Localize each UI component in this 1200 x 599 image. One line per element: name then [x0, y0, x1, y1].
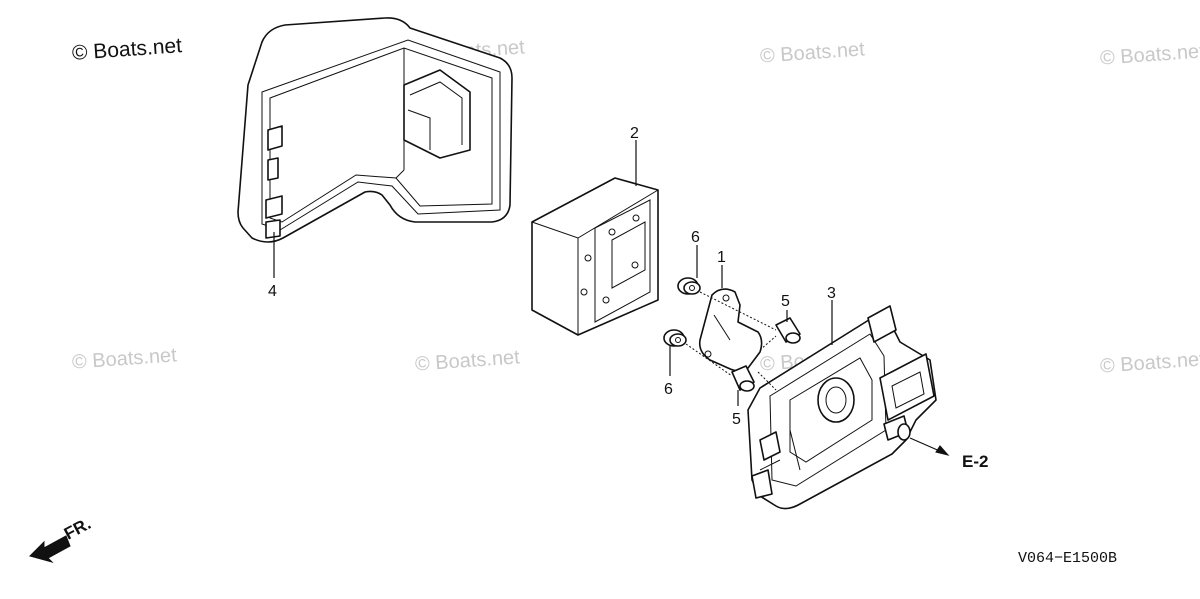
reference-arrow: [909, 437, 950, 456]
callout-4: 4: [268, 283, 277, 300]
air-cleaner-cover[interactable]: [237, 17, 513, 243]
collar-upper[interactable]: [775, 317, 801, 344]
air-cleaner-case[interactable]: [747, 305, 937, 510]
mounting-bracket[interactable]: [698, 288, 763, 372]
callout-3: 3: [827, 285, 836, 302]
diagram-code: V064−E1500B: [1018, 550, 1117, 567]
foam-air-filter-element[interactable]: [531, 177, 659, 336]
callout-2: 2: [630, 125, 639, 142]
flange-nut-lower[interactable]: [663, 329, 687, 347]
callout-5-upper: 5: [781, 293, 790, 310]
callout-6-upper: 6: [691, 229, 700, 246]
callout-5-lower: 5: [732, 411, 741, 428]
callout-1: 1: [717, 249, 726, 266]
callout-6-lower: 6: [664, 381, 673, 398]
assembly-guide-lines: [685, 291, 777, 391]
front-direction-arrow: [29, 535, 71, 563]
flange-nut-upper[interactable]: [677, 277, 701, 295]
reference-e2-label: E-2: [962, 452, 988, 471]
collar-lower[interactable]: [731, 365, 755, 392]
